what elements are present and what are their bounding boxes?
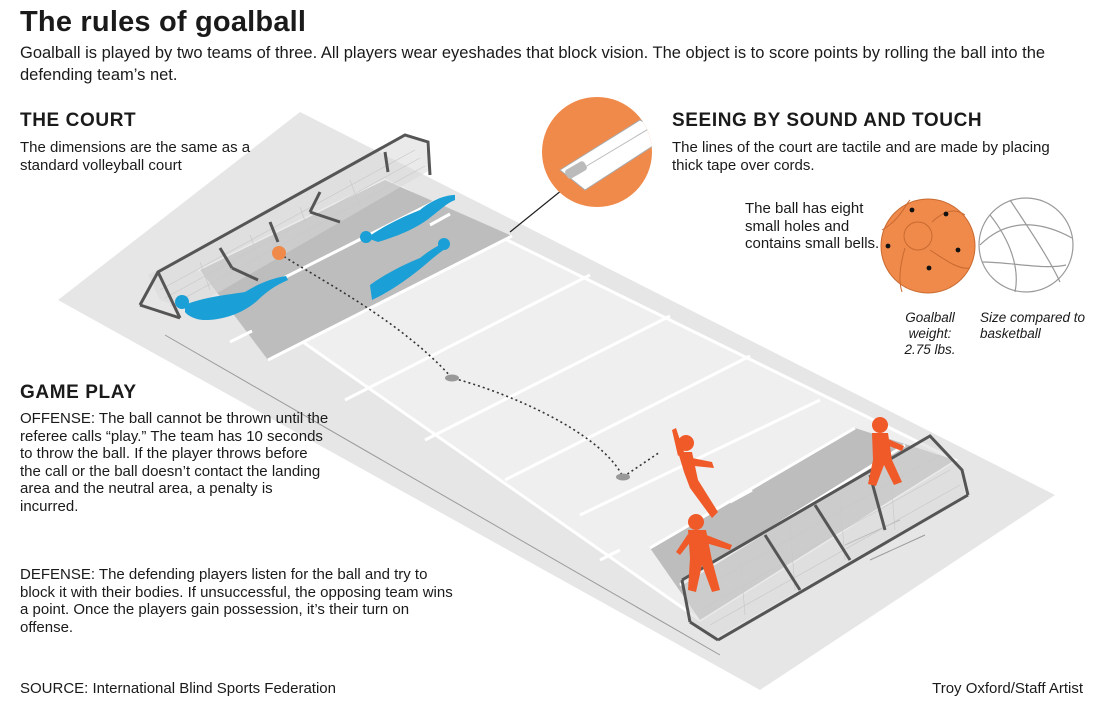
page-title: The rules of goalball [20, 6, 307, 38]
court-heading: THE COURT [20, 110, 137, 131]
offense-text: OFFENSE: The ball cannot be thrown until… [20, 410, 329, 515]
callout-line [509, 189, 563, 233]
thrower-figure-icon [672, 428, 718, 518]
source-credit: SOURCE: International Blind Sports Feder… [20, 680, 336, 697]
goalball-icon [880, 198, 976, 294]
ball-description: The ball has eight small holes and conta… [745, 200, 880, 252]
game-play-heading: GAME PLAY [20, 382, 137, 403]
defender-figure-icon [175, 276, 288, 320]
ball-bounce-mark [616, 473, 630, 481]
seeing-heading: SEEING BY SOUND AND TOUCH [672, 110, 983, 131]
basketball-caption: Size compared to basketball [980, 310, 1086, 341]
goal-net-icon [138, 133, 432, 320]
court-text: The dimensions are the same as a standar… [20, 139, 251, 174]
tactile-tape-icon [542, 97, 652, 207]
thrower-figure-icon [676, 514, 732, 592]
defender-figure-icon [370, 238, 450, 300]
thrower-figure-icon [868, 417, 904, 486]
ball-bounce-mark [445, 374, 459, 382]
basketball-icon [978, 197, 1074, 293]
intro-text: Goalball is played by two teams of three… [20, 44, 1046, 84]
defense-text: DEFENSE: The defending players listen fo… [20, 566, 453, 636]
ball-icon [272, 246, 286, 260]
artist-credit: Troy Oxford/Staff Artist [932, 680, 1083, 697]
seeing-text: The lines of the court are tactile and a… [672, 139, 1050, 174]
defense-area [200, 180, 512, 360]
defender-figure-icon [360, 195, 455, 243]
goalball-caption: Goalball weight: 2.75 lbs. [904, 310, 956, 357]
